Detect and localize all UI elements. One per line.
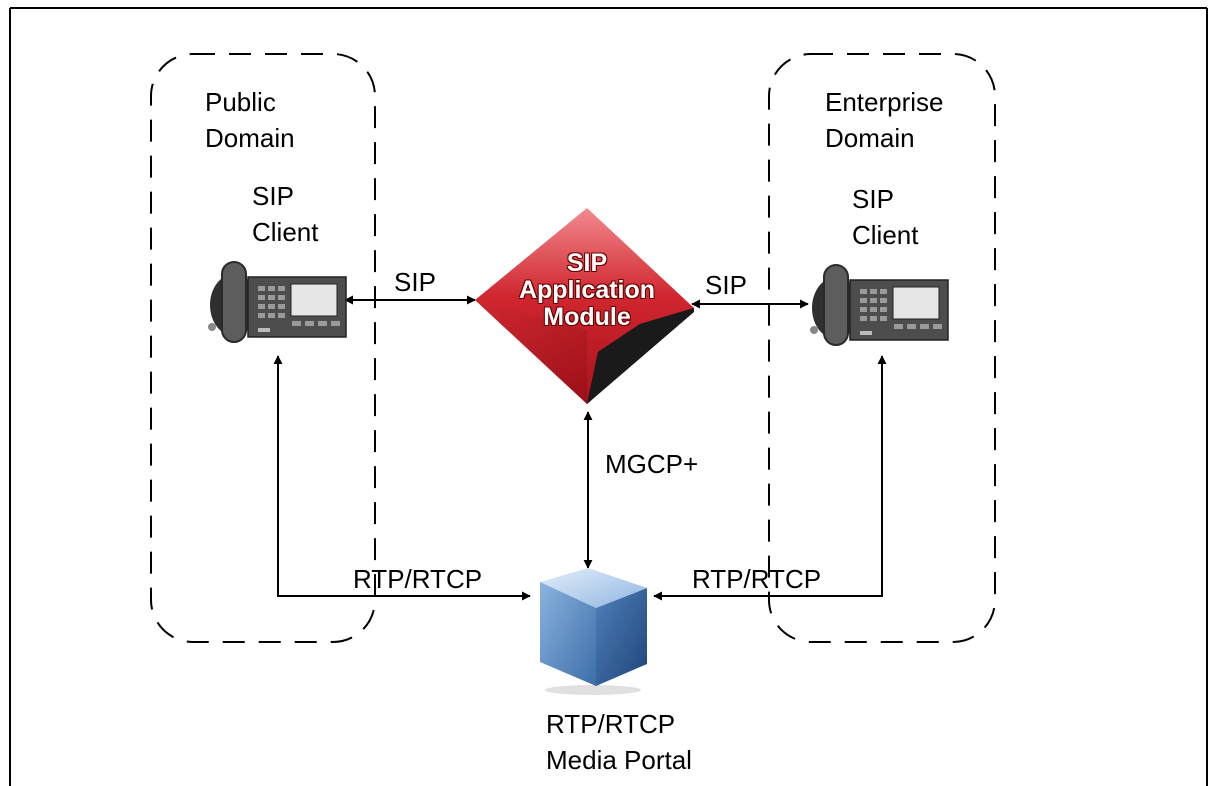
left-client-line1: SIP (252, 181, 294, 211)
rtp-right-link (653, 355, 887, 601)
module-line2: Application (518, 276, 656, 304)
enterprise-domain-boundary (768, 53, 996, 643)
public-domain-line2: Domain (205, 123, 295, 153)
sip-right-label: SIP (705, 270, 747, 300)
left-client-line2: Client (252, 217, 319, 247)
right-client-line1: SIP (852, 184, 894, 214)
sip-left-label: SIP (394, 267, 436, 297)
enterprise-domain-line1: Enterprise (825, 87, 944, 117)
module-label: SIP Application Module (487, 250, 687, 331)
left-client-label: SIP Client (252, 178, 318, 250)
media-portal-label: RTP/RTCP Media Portal (546, 706, 692, 778)
enterprise-domain-line2: Domain (825, 123, 915, 153)
diamond-module-icon[interactable] (475, 208, 694, 404)
right-client-label: SIP Client (852, 181, 918, 253)
rtp-right-label: RTP/RTCP (692, 564, 822, 594)
module-line3: Module (543, 303, 631, 331)
rtp-left-link (273, 355, 531, 601)
public-domain-line1: Public (205, 87, 276, 117)
module-line1: SIP (566, 249, 608, 277)
mgcp-label: MGCP+ (605, 449, 699, 479)
ip-phone-icon[interactable] (208, 261, 347, 343)
ip-phone-icon[interactable] (810, 264, 949, 346)
cube-icon[interactable] (540, 568, 647, 695)
public-domain-boundary (150, 53, 376, 643)
media-portal-line1: RTP/RTCP (546, 709, 676, 739)
enterprise-domain-label: Enterprise Domain (825, 84, 944, 156)
public-domain-label: Public Domain (205, 84, 295, 156)
right-client-line2: Client (852, 220, 919, 250)
media-portal-line2: Media Portal (546, 745, 692, 775)
outer-border (9, 7, 1208, 786)
rtp-left-label: RTP/RTCP (353, 564, 483, 594)
